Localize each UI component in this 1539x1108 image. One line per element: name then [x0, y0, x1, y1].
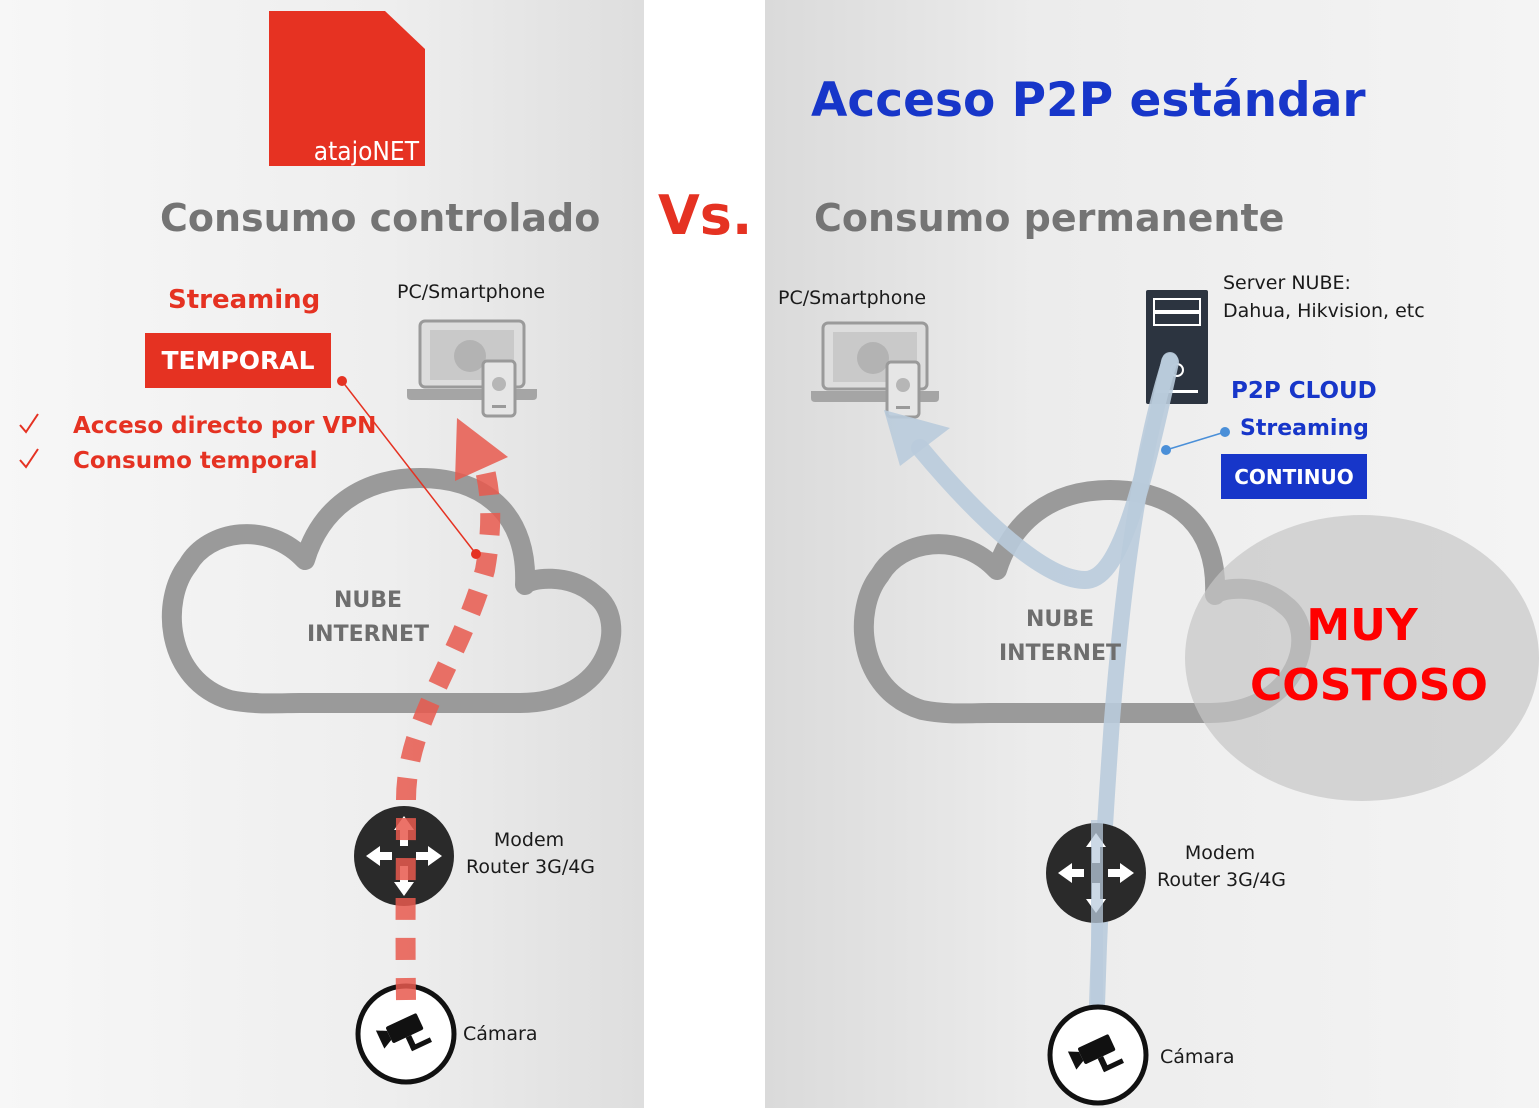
right-cloud-label-1: NUBE — [1025, 607, 1095, 632]
temporal-badge: TEMPORAL — [145, 333, 331, 388]
right-heading: Consumo permanente — [814, 196, 1285, 240]
left-cloud-label-2: INTERNET — [306, 622, 430, 647]
p2p-cloud-label: P2P CLOUD — [1231, 378, 1377, 404]
cloud-icon-left — [161, 468, 622, 714]
server-label-2: Dahua, Hikvision, etc — [1223, 300, 1425, 322]
pointer-line-right — [1161, 427, 1230, 455]
cost-ellipse — [1185, 515, 1539, 801]
cost-label-2: COSTOSO — [1250, 660, 1488, 711]
server-label-1: Server NUBE: — [1223, 272, 1351, 294]
left-streaming-label: Streaming — [168, 285, 321, 315]
vs-label: Vs. — [658, 184, 753, 247]
left-heading: Consumo controlado — [160, 196, 601, 240]
right-streaming-label: Streaming — [1240, 416, 1369, 441]
camera-icon-right — [1047, 1004, 1149, 1106]
left-device-label: PC/Smartphone — [397, 281, 546, 303]
right-device-label: PC/Smartphone — [778, 287, 927, 309]
smartphone-icon-right — [885, 360, 921, 419]
right-title: Acceso P2P estándar — [811, 73, 1366, 128]
stream-arrowhead-left — [455, 418, 508, 481]
right-modem-label-2: Router 3G/4G — [1157, 869, 1287, 891]
pointer-line-left — [337, 376, 481, 559]
smartphone-icon-left — [481, 359, 517, 418]
stream-path-left — [395, 467, 501, 1001]
checklist-item-consumo: Consumo temporal — [73, 448, 318, 474]
logo-text: atajoNET — [314, 137, 420, 167]
laptop-icon-left — [407, 319, 537, 400]
check-icon — [19, 413, 39, 434]
checklist-item-vpn: Acceso directo por VPN — [73, 413, 377, 439]
left-camera-label: Cámara — [463, 1023, 538, 1045]
stream-return-right — [911, 353, 1179, 590]
check-icon — [19, 448, 39, 469]
right-modem-label-1: Modem — [1184, 842, 1256, 864]
camera-icon-left — [355, 983, 457, 1085]
stream-arrowhead-right — [884, 410, 950, 466]
left-modem-label-1: Modem — [493, 829, 565, 851]
left-panel — [0, 0, 644, 1108]
left-modem-label-2: Router 3G/4G — [466, 856, 596, 878]
right-camera-label: Cámara — [1160, 1046, 1235, 1068]
cost-label-1: MUY — [1306, 600, 1418, 651]
continuo-badge: CONTINUO — [1221, 454, 1367, 499]
left-cloud-label-1: NUBE — [333, 588, 403, 613]
right-cloud-label-2: INTERNET — [998, 641, 1122, 666]
atajonet-logo: atajoNET — [269, 11, 425, 167]
